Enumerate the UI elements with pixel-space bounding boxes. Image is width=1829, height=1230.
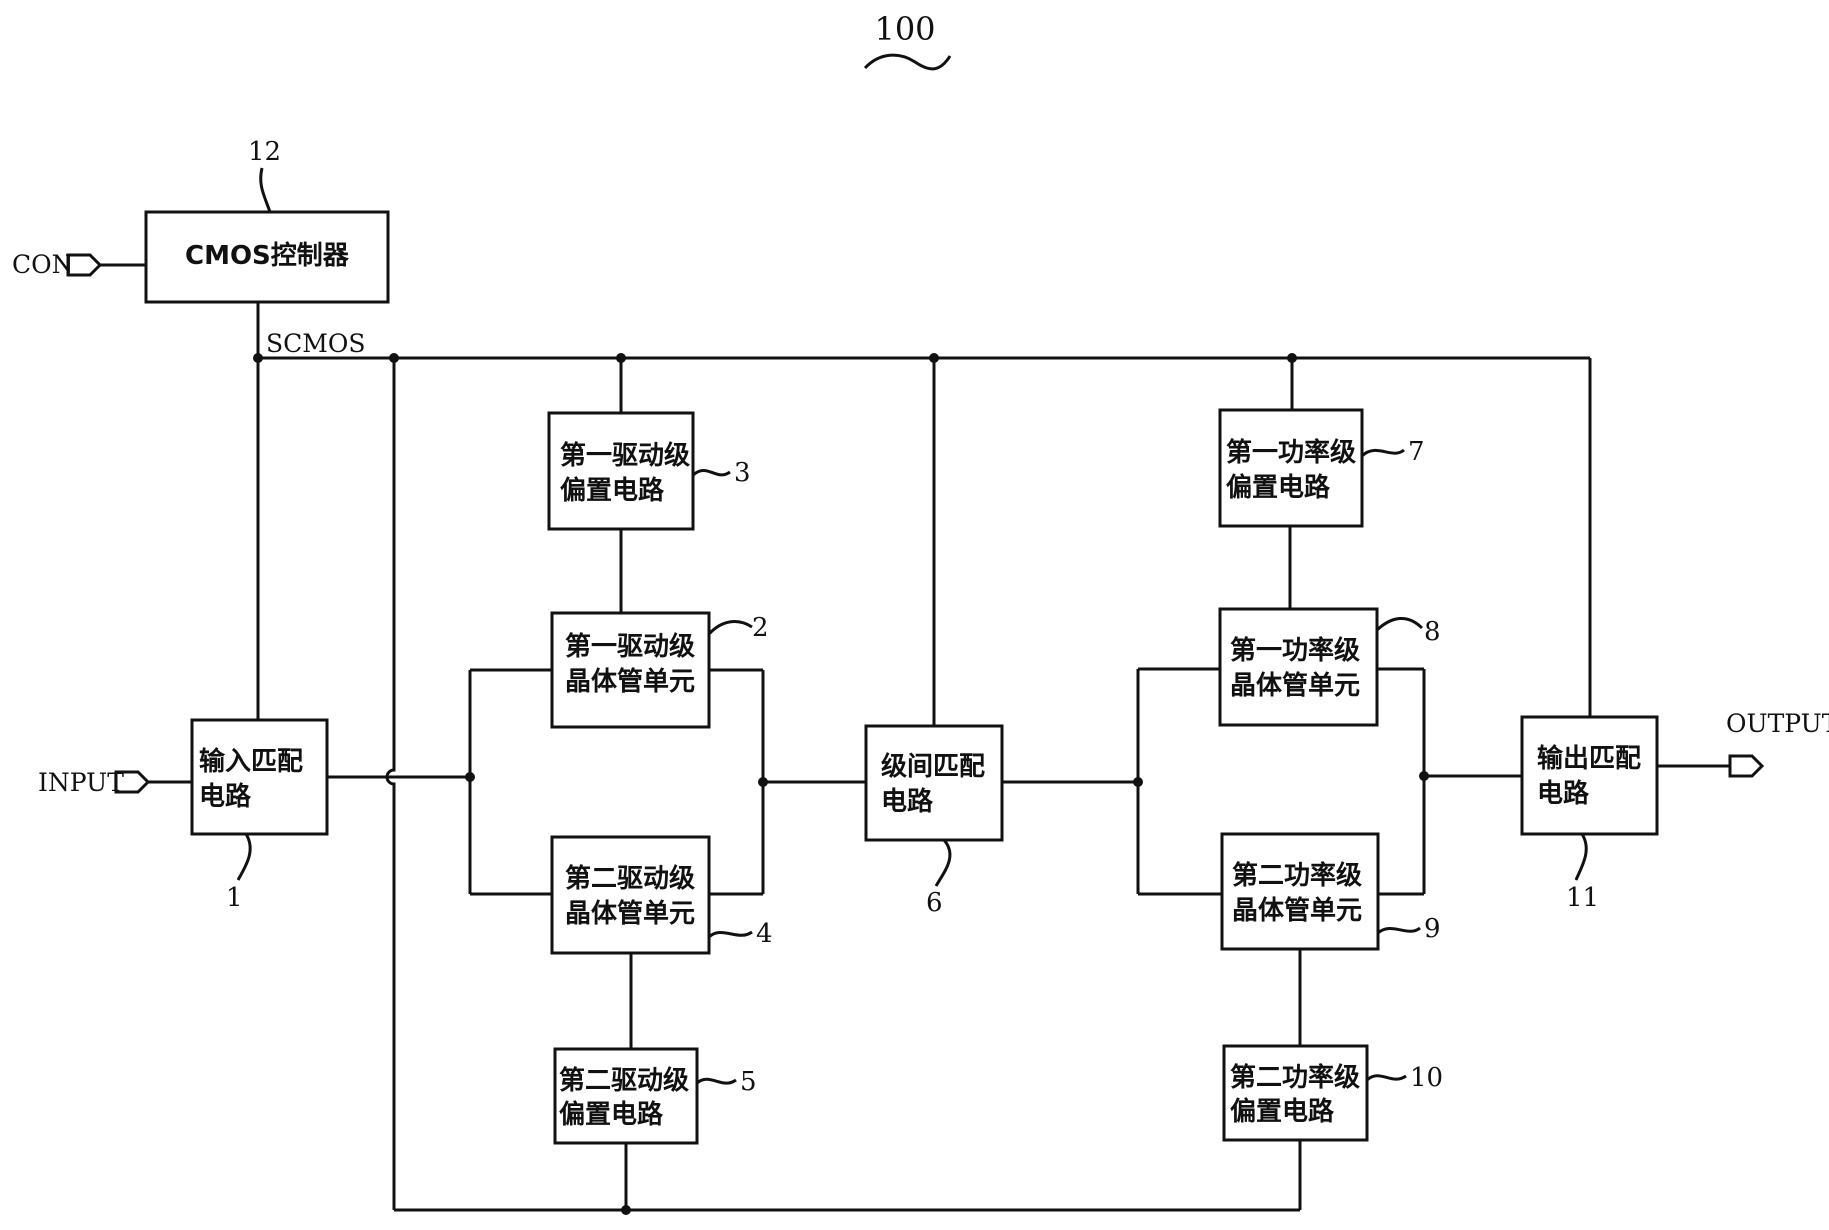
interstage-match-block: 级间匹配 电路 bbox=[864, 724, 1004, 842]
ref-11: 11 bbox=[1566, 883, 1599, 913]
output-match-block: 输出匹配 电路 bbox=[1520, 715, 1659, 836]
power1-bias-block: 第一功率级 偏置电路 bbox=[1218, 408, 1364, 528]
junction-dot bbox=[758, 777, 768, 787]
junction-dot bbox=[1419, 771, 1429, 781]
drive1-transistor-line1: 第一驱动级 bbox=[565, 631, 695, 662]
power2-transistor-line2: 晶体管单元 bbox=[1232, 896, 1362, 926]
input-match-line2: 电路 bbox=[199, 781, 252, 812]
ref-2: 2 bbox=[752, 613, 769, 643]
junction-dot bbox=[465, 772, 475, 782]
ref-7: 7 bbox=[1408, 437, 1425, 467]
drive1-transistor-block: 第一驱动级 晶体管单元 bbox=[550, 611, 711, 729]
drive2-transistor-line2: 晶体管单元 bbox=[565, 899, 695, 929]
con-port bbox=[66, 253, 103, 277]
leader-12 bbox=[259, 167, 272, 213]
drive2-bias-line1: 第二驱动级 bbox=[559, 1065, 689, 1096]
input-label: INPUT bbox=[38, 768, 124, 797]
junction-dot bbox=[1287, 353, 1297, 363]
power2-transistor-line1: 第二功率级 bbox=[1232, 860, 1362, 891]
cmos-controller-text: CMOS控制器 bbox=[185, 241, 350, 271]
cmos-controller-block: CMOS控制器 bbox=[144, 210, 390, 304]
con-label: CON bbox=[12, 250, 74, 279]
ref-10: 10 bbox=[1410, 1063, 1443, 1093]
interstage-match-line2: 电路 bbox=[881, 786, 934, 817]
leader-11 bbox=[1574, 833, 1588, 881]
figure-number: 100 bbox=[874, 10, 935, 48]
leader-6 bbox=[934, 839, 952, 887]
ref-6: 6 bbox=[926, 888, 943, 918]
figure-number-tilde bbox=[863, 53, 952, 71]
drive2-transistor-block: 第二驱动级 晶体管单元 bbox=[550, 835, 711, 955]
power2-transistor-block: 第二功率级 晶体管单元 bbox=[1220, 832, 1380, 951]
junction-dot bbox=[1133, 777, 1143, 787]
input-match-line1: 输入匹配 bbox=[199, 746, 303, 777]
output-port bbox=[1728, 754, 1765, 778]
interstage-match-line1: 级间匹配 bbox=[881, 751, 985, 782]
ref-12: 12 bbox=[248, 137, 281, 167]
leader-4 bbox=[707, 930, 753, 939]
left-vertical-bus bbox=[385, 358, 396, 1210]
power1-transistor-block: 第一功率级 晶体管单元 bbox=[1218, 607, 1379, 727]
drive1-bias-block: 第一驱动级 偏置电路 bbox=[547, 411, 695, 531]
output-label: OUTPUT bbox=[1726, 709, 1829, 738]
drive1-bias-line2: 偏置电路 bbox=[560, 475, 665, 506]
leader-7 bbox=[1360, 448, 1405, 458]
power1-bias-line2: 偏置电路 bbox=[1226, 472, 1331, 503]
input-match-block: 输入匹配 电路 bbox=[190, 718, 329, 836]
leader-2 bbox=[707, 620, 753, 636]
junction-dot bbox=[929, 353, 939, 363]
power2-bias-line1: 第二功率级 bbox=[1230, 1062, 1360, 1093]
power1-transistor-line2: 晶体管单元 bbox=[1230, 671, 1360, 701]
power1-bias-line1: 第一功率级 bbox=[1226, 437, 1356, 468]
junction-dot bbox=[616, 353, 626, 363]
power1-transistor-line1: 第一功率级 bbox=[1230, 635, 1360, 666]
leader-1 bbox=[236, 833, 252, 881]
leader-8 bbox=[1375, 617, 1424, 632]
scmos-label: SCMOS bbox=[266, 329, 365, 358]
ref-9: 9 bbox=[1424, 914, 1441, 944]
ref-5: 5 bbox=[740, 1067, 757, 1097]
output-match-line1: 输出匹配 bbox=[1537, 743, 1641, 774]
ref-8: 8 bbox=[1424, 617, 1441, 647]
power2-bias-block: 第二功率级 偏置电路 bbox=[1222, 1044, 1369, 1142]
leader-10 bbox=[1365, 1074, 1407, 1082]
ref-1: 1 bbox=[226, 883, 243, 913]
leader-9 bbox=[1377, 926, 1421, 935]
power2-bias-line2: 偏置电路 bbox=[1230, 1096, 1335, 1127]
drive1-bias-line1: 第一驱动级 bbox=[560, 440, 690, 471]
junction-dot bbox=[389, 353, 399, 363]
drive2-bias-line2: 偏置电路 bbox=[559, 1099, 664, 1130]
ref-3: 3 bbox=[734, 458, 751, 488]
input-port bbox=[114, 770, 151, 794]
junction-dot bbox=[621, 1205, 631, 1215]
drive2-transistor-line1: 第二驱动级 bbox=[565, 863, 695, 894]
leader-3 bbox=[692, 468, 731, 477]
output-match-line2: 电路 bbox=[1537, 778, 1590, 809]
leader-5 bbox=[696, 1077, 737, 1085]
drive2-bias-block: 第二驱动级 偏置电路 bbox=[553, 1047, 699, 1145]
drive1-transistor-line2: 晶体管单元 bbox=[565, 667, 695, 697]
ref-4: 4 bbox=[756, 919, 773, 949]
junction-dot bbox=[253, 353, 263, 363]
